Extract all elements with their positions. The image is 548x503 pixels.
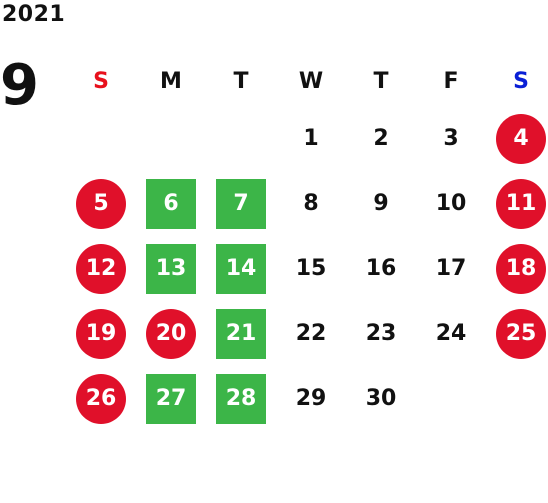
day-cell: 12 [66, 236, 136, 301]
day-1[interactable]: 1 [303, 126, 319, 151]
day-30[interactable]: 30 [365, 386, 397, 411]
day-cell: 24 [416, 301, 486, 366]
year-label: 2021 [2, 2, 66, 27]
month-number: 9 [0, 53, 39, 118]
day-cell: 22 [276, 301, 346, 366]
day-12[interactable]: 12 [76, 243, 126, 294]
day-cell: 14 [206, 236, 276, 301]
empty-day-cell [486, 366, 548, 431]
weekday-header-weekday: F [443, 68, 459, 94]
day-cell: 20 [136, 301, 206, 366]
day-27[interactable]: 27 [146, 373, 196, 424]
day-cell: 28 [206, 366, 276, 431]
day-23[interactable]: 23 [365, 321, 397, 346]
day-cell: 19 [66, 301, 136, 366]
day-21[interactable]: 21 [216, 308, 266, 359]
day-5[interactable]: 5 [76, 178, 126, 229]
empty-day-cell [66, 106, 136, 171]
day-29[interactable]: 29 [295, 386, 327, 411]
week-row: 1 2 3 4 [66, 106, 548, 171]
empty-day-cell [136, 106, 206, 171]
empty-day-cell [206, 106, 276, 171]
day-24[interactable]: 24 [435, 321, 467, 346]
day-26[interactable]: 26 [76, 373, 126, 424]
day-cell: 5 [66, 171, 136, 236]
day-13[interactable]: 13 [146, 243, 196, 294]
weekday-header-sunday: S [93, 68, 109, 94]
day-cell: 23 [346, 301, 416, 366]
week-row: 19 20 21 22 23 24 25 [66, 301, 548, 366]
day-10[interactable]: 10 [435, 191, 467, 216]
day-20[interactable]: 20 [146, 308, 196, 359]
day-cell: 13 [136, 236, 206, 301]
day-18[interactable]: 18 [496, 243, 546, 294]
day-7[interactable]: 7 [216, 178, 266, 229]
weekday-header-saturday: S [513, 68, 529, 94]
day-cell: 1 [276, 106, 346, 171]
day-cell: 9 [346, 171, 416, 236]
empty-day-cell [416, 366, 486, 431]
weekday-header-weekday: M [160, 68, 182, 94]
day-15[interactable]: 15 [295, 256, 327, 281]
day-cell: 27 [136, 366, 206, 431]
day-6[interactable]: 6 [146, 178, 196, 229]
day-cell: 25 [486, 301, 548, 366]
day-cell: 18 [486, 236, 548, 301]
day-11[interactable]: 11 [496, 178, 546, 229]
day-19[interactable]: 19 [76, 308, 126, 359]
weekday-header-weekday: T [373, 68, 389, 94]
day-cell: 3 [416, 106, 486, 171]
weekday-header-weekday: T [233, 68, 249, 94]
day-16[interactable]: 16 [365, 256, 397, 281]
day-4[interactable]: 4 [496, 113, 546, 164]
day-cell: 15 [276, 236, 346, 301]
day-cell: 21 [206, 301, 276, 366]
day-cell: 7 [206, 171, 276, 236]
day-cell: 17 [416, 236, 486, 301]
day-14[interactable]: 14 [216, 243, 266, 294]
day-9[interactable]: 9 [373, 191, 389, 216]
week-row: 12 13 14 15 16 17 18 [66, 236, 548, 301]
day-cell: 6 [136, 171, 206, 236]
day-25[interactable]: 25 [496, 308, 546, 359]
day-cell: 2 [346, 106, 416, 171]
weekday-header-weekday: W [298, 68, 324, 94]
day-3[interactable]: 3 [443, 126, 459, 151]
day-cell: 30 [346, 366, 416, 431]
day-cell: 16 [346, 236, 416, 301]
day-8[interactable]: 8 [303, 191, 319, 216]
day-cell: 10 [416, 171, 486, 236]
day-cell: 11 [486, 171, 548, 236]
day-17[interactable]: 17 [435, 256, 467, 281]
day-cell: 26 [66, 366, 136, 431]
day-cell: 29 [276, 366, 346, 431]
day-22[interactable]: 22 [295, 321, 327, 346]
day-cell: 8 [276, 171, 346, 236]
day-2[interactable]: 2 [373, 126, 389, 151]
day-28[interactable]: 28 [216, 373, 266, 424]
week-row: 26 27 28 29 30 [66, 366, 548, 431]
day-cell: 4 [486, 106, 548, 171]
